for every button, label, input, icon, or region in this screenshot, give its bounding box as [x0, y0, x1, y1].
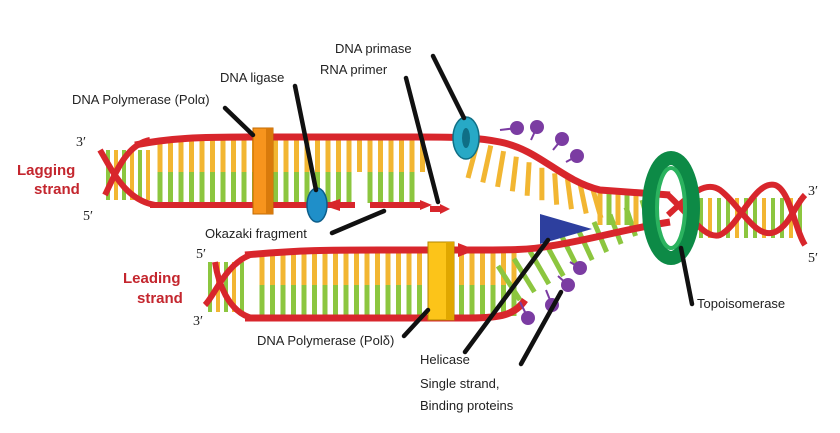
label-leading-strand-2: strand: [137, 290, 183, 307]
dna-polymerase-delta-shade: [446, 242, 454, 320]
end-right-bottom: 5′: [808, 251, 818, 266]
base-pair-rung: [524, 162, 532, 196]
leader-dna-primase: [430, 53, 467, 121]
label-dna-ligase: DNA ligase: [220, 70, 284, 85]
label-dna-polymerase-alpha: DNA Polymerase (Polα): [72, 92, 210, 107]
end-lagging-left-bottom: 5′: [83, 209, 93, 224]
ssb-protein: [573, 261, 587, 275]
rna-primer-tip: [440, 204, 450, 214]
label-helicase: Helicase: [420, 352, 470, 367]
rna-primer-tip: [420, 200, 432, 210]
base-pair-rung: [480, 145, 494, 183]
single-strand-binding-proteins: [499, 120, 587, 325]
dna-ligase: [306, 187, 328, 223]
leader-dna-polymerase-delta: [401, 307, 431, 339]
label-dna-polymerase-delta: DNA Polymerase (Polδ): [257, 333, 394, 348]
base-pair-rung: [495, 264, 523, 302]
lagging-arrow-head: [322, 199, 340, 211]
label-leading-strand-1: Leading: [123, 270, 181, 287]
label-lagging-strand-2: strand: [34, 181, 80, 198]
dna-polymerase-alpha-shade: [266, 128, 273, 214]
base-pair-rung: [577, 183, 589, 215]
leader-rna-primer: [403, 75, 441, 205]
label-lagging-strand-1: Lagging: [17, 162, 75, 179]
ssb-protein: [510, 121, 524, 135]
ssb-protein: [555, 132, 569, 146]
label-single-strand-binding-2: Binding proteins: [420, 398, 514, 413]
end-lagging-left-top: 3′: [76, 135, 86, 150]
ssb-protein: [561, 278, 575, 292]
end-leading-left-top: 5′: [196, 247, 206, 262]
base-pair-rung: [552, 173, 560, 205]
ssb-protein: [521, 311, 535, 325]
label-topoisomerase: Topoisomerase: [697, 296, 785, 311]
label-dna-primase: DNA primase: [335, 41, 412, 56]
leading-new-backbone: [245, 297, 528, 322]
end-leading-left-bottom: 3′: [193, 314, 203, 329]
leader-helicase: [462, 237, 551, 355]
leading-arrow-head: [458, 243, 476, 257]
leader-lines: [222, 53, 695, 367]
lagging-left-helix-a: [102, 137, 151, 197]
ssb-protein: [570, 149, 584, 163]
ssb-protein: [530, 120, 544, 134]
base-pair-rung: [495, 150, 507, 188]
leader-okazaki-fragment: [329, 208, 387, 236]
labels: DNA primase RNA primer DNA ligase DNA Po…: [17, 41, 818, 413]
end-right-top: 3′: [808, 184, 818, 199]
leader-dna-ligase: [292, 83, 319, 193]
leader-dna-polymerase-alpha: [222, 105, 256, 138]
helicase: [540, 214, 592, 244]
leader-single-strand-binding: [518, 289, 564, 367]
enzymes: [252, 116, 700, 321]
label-single-strand-binding-1: Single strand,: [420, 376, 500, 391]
leading-template-backbone: [244, 218, 671, 259]
dna-primase-hole: [462, 128, 470, 148]
label-okazaki-fragment: Okazaki fragment: [205, 226, 307, 241]
label-rna-primer: RNA primer: [320, 62, 388, 77]
base-pair-rung: [527, 250, 552, 286]
topoisomerase: [642, 151, 700, 265]
rna-primers: [420, 200, 450, 214]
base-pair-rung: [575, 228, 595, 262]
leader-topoisomerase: [678, 245, 695, 307]
base-pair-rung: [509, 156, 519, 192]
leading-left-helix-b: [212, 261, 253, 321]
lagging-left-helix-b: [97, 148, 156, 208]
base-pairs: [106, 139, 802, 316]
topoisomerase-highlight: [655, 166, 687, 250]
base-pair-rung: [564, 178, 574, 210]
